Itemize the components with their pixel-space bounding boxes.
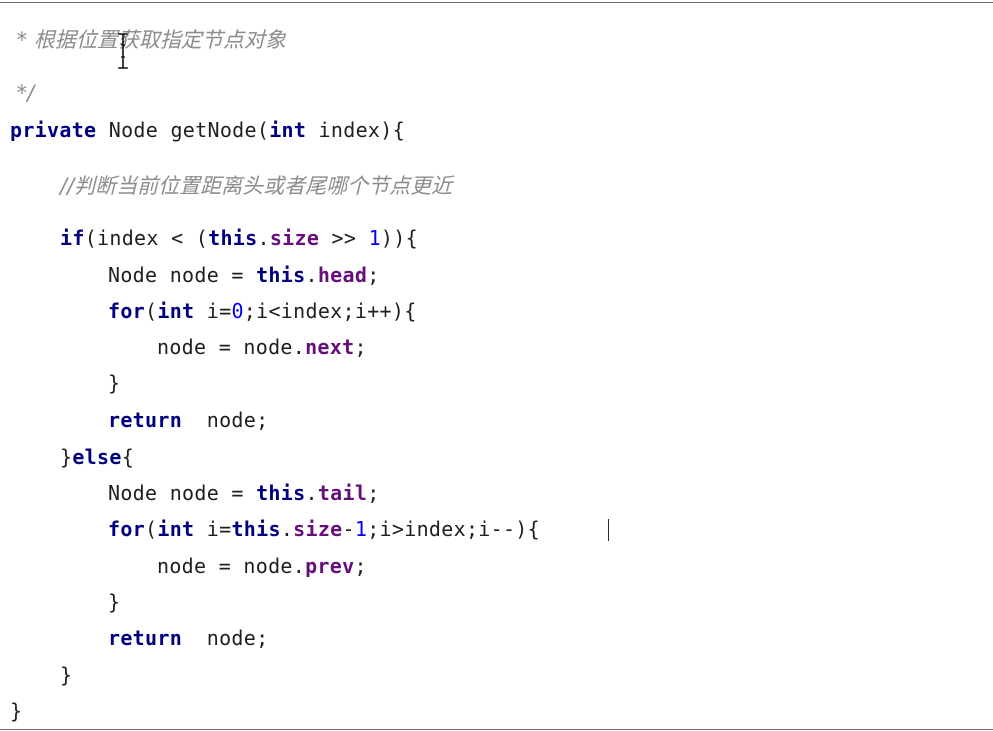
loop-condition-decrement: ;i>index;i--): [367, 517, 528, 541]
for-forward-line: for(int i=0;i<index;i++){: [108, 296, 417, 326]
semicolon: ;: [354, 335, 367, 359]
return-line: return node;: [108, 405, 268, 435]
open-brace: {: [527, 517, 540, 541]
top-border-rule: [0, 2, 993, 3]
bottom-border-rule: [0, 729, 993, 730]
doc-comment-end: */: [10, 81, 35, 105]
i-beam-cursor-icon: [118, 33, 128, 69]
next-assign-line: node = node.next;: [157, 332, 367, 362]
keyword-this: this: [256, 263, 306, 287]
else-close-brace: }: [60, 663, 73, 687]
keyword-this: this: [256, 481, 306, 505]
return-value: node;: [182, 626, 269, 650]
dot: .: [280, 517, 294, 541]
if-line: if(index < (this.size >> 1)){: [60, 223, 418, 253]
number-one: 1: [368, 226, 381, 250]
text-caret: [608, 519, 609, 541]
else-close-brace: }: [60, 445, 73, 469]
keyword-this: this: [208, 226, 258, 250]
for-close-brace: }: [108, 371, 121, 395]
else-open-brace: {: [121, 445, 135, 469]
keyword-else: else: [72, 445, 122, 469]
type-node: Node: [108, 118, 159, 142]
keyword-int: int: [157, 517, 195, 541]
keyword-for: for: [108, 299, 146, 323]
number-zero: 0: [231, 299, 244, 323]
for-close-brace: }: [108, 590, 121, 614]
for-backward-line: for(int i=this.size-1;i>index;i--){: [108, 514, 540, 544]
minus: -: [342, 517, 355, 541]
keyword-return: return: [108, 408, 183, 432]
if-condition-close: )){: [380, 226, 418, 250]
else-line: }else{: [60, 442, 134, 472]
dot: .: [257, 226, 270, 250]
semicolon: ;: [367, 263, 380, 287]
field-prev: prev: [305, 554, 355, 578]
field-size: size: [269, 226, 320, 250]
node-declaration: Node node =: [108, 263, 257, 287]
loop-init: i=: [194, 517, 232, 541]
keyword-return: return: [108, 626, 183, 650]
return-value: node;: [182, 408, 269, 432]
shift-operator: >>: [319, 226, 369, 250]
semicolon: ;: [354, 554, 367, 578]
node-declaration: Node node =: [108, 481, 257, 505]
loop-condition-increment: ;i<index;i++){: [243, 299, 417, 323]
semicolon: ;: [367, 481, 380, 505]
if-condition-open: (index < (: [84, 226, 209, 250]
doc-comment-title: * 根据位置获取指定节点对象: [10, 28, 286, 52]
tail-assign-line: Node node = this.tail;: [108, 478, 380, 508]
parameter-index: index){: [306, 118, 405, 142]
dot: .: [305, 481, 318, 505]
field-head: head: [317, 263, 368, 287]
for-open-paren: (: [145, 299, 158, 323]
dot: .: [305, 263, 318, 287]
method-name: getNode(: [158, 118, 270, 142]
for-open-paren: (: [145, 517, 158, 541]
keyword-this: this: [231, 517, 281, 541]
node-assignment: node = node.: [157, 335, 306, 359]
field-tail: tail: [317, 481, 368, 505]
head-assign-line: Node node = this.head;: [108, 260, 380, 290]
loop-init: i=: [194, 299, 232, 323]
keyword-if: if: [60, 226, 85, 250]
method-signature-line: private Node getNode(int index){: [10, 115, 405, 145]
node-assignment: node = node.: [157, 554, 306, 578]
field-next: next: [305, 335, 355, 359]
keyword-int: int: [269, 118, 307, 142]
field-size: size: [293, 517, 343, 541]
keyword-private: private: [10, 118, 97, 142]
number-one: 1: [354, 517, 368, 541]
keyword-int: int: [157, 299, 195, 323]
return-line: return node;: [108, 623, 268, 653]
inline-comment: //判断当前位置距离头或者尾哪个节点更近: [60, 174, 453, 198]
prev-assign-line: node = node.prev;: [157, 551, 367, 581]
keyword-for: for: [108, 517, 146, 541]
method-close-brace: }: [10, 699, 23, 723]
